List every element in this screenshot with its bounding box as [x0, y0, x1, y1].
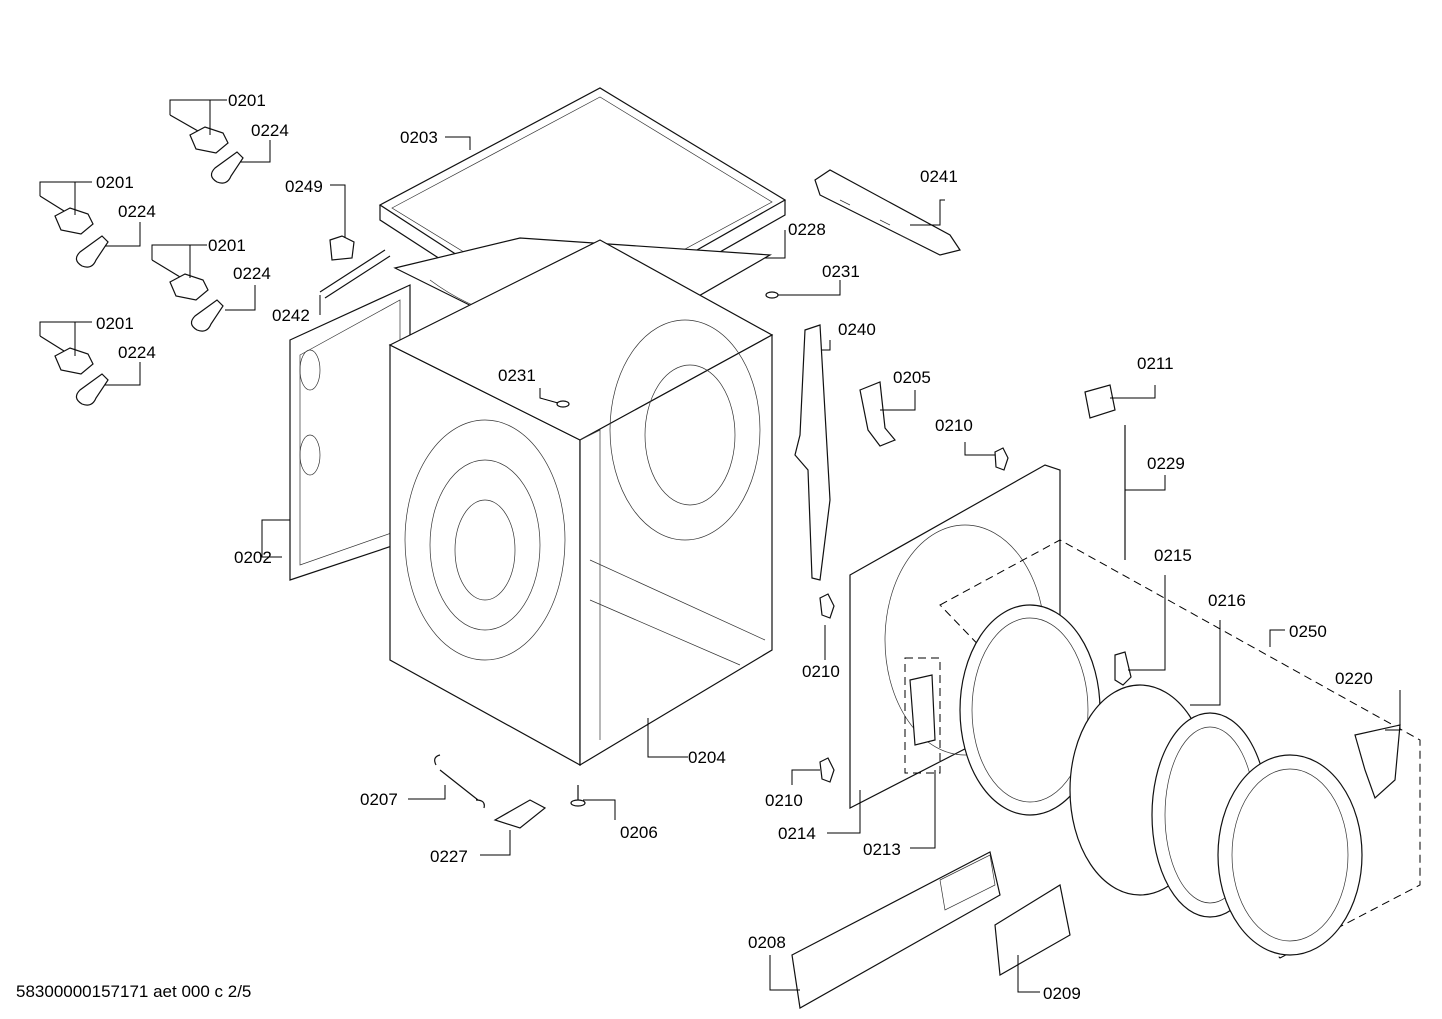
callout-0224-a: 0224: [251, 121, 289, 140]
callout-0213: 0213: [863, 840, 901, 859]
service-flap: [994, 884, 1071, 976]
side-bracket: [794, 324, 831, 581]
hinge-clip-middle: [819, 593, 835, 619]
callout-0249: 0249: [285, 177, 323, 196]
drawing-reference-code: 58300000157171 aet 000 c 2/5: [16, 982, 251, 1001]
door-outer-ring: [1217, 754, 1363, 956]
callout-0209: 0209: [1043, 984, 1081, 1003]
callout-0240: 0240: [838, 320, 876, 339]
foot-screw-group-1: [169, 114, 244, 184]
callout-0202: 0202: [234, 548, 272, 567]
frame-rail: [814, 169, 961, 256]
callout-0224-c: 0224: [233, 264, 271, 283]
callout-0201-b: 0201: [96, 173, 134, 192]
callout-0229: 0229: [1147, 454, 1185, 473]
spanner: [434, 754, 485, 809]
small-bracket: [329, 235, 355, 261]
callout-0211: 0211: [1137, 354, 1174, 373]
callout-0227: 0227: [430, 847, 468, 866]
foot-screw-group-3: [151, 259, 224, 332]
hinge-cover: [1354, 724, 1401, 800]
hinge-clip-top: [994, 447, 1009, 471]
callout-0214: 0214: [778, 824, 816, 843]
callout-0224-b: 0224: [118, 202, 156, 221]
door-handle: [1114, 651, 1132, 686]
callout-0210-b: 0210: [802, 662, 840, 681]
transport-bracket: [493, 799, 547, 829]
callout-labels: 0201 0224 0201 0224 0201 0224 0201 0224 …: [96, 91, 1373, 1003]
cabinet: [388, 239, 774, 767]
callout-0216: 0216: [1208, 591, 1246, 610]
detergent-drawer: [791, 851, 1001, 1009]
callout-0210-a: 0210: [935, 416, 973, 435]
washer-inside: [556, 400, 570, 408]
callout-0231-b: 0231: [498, 366, 536, 385]
foot-screw-group-4: [39, 335, 109, 406]
callout-0208: 0208: [748, 933, 786, 952]
callout-0201-c: 0201: [208, 236, 246, 255]
foot: [570, 785, 586, 807]
callout-0250: 0250: [1289, 622, 1327, 641]
callout-0210-c: 0210: [765, 791, 803, 810]
callout-0215: 0215: [1154, 546, 1192, 565]
washer-top: [765, 291, 779, 299]
hinge-clip-bottom: [819, 757, 835, 783]
callout-0201-a: 0201: [228, 91, 266, 110]
leader-lines: [39, 99, 1401, 993]
callout-0242: 0242: [272, 306, 310, 325]
callout-0203: 0203: [400, 128, 438, 147]
callout-0220: 0220: [1335, 669, 1373, 688]
module: [1084, 384, 1116, 419]
rail: [319, 249, 391, 299]
callout-0231-a: 0231: [822, 262, 860, 281]
callout-0204: 0204: [688, 748, 726, 767]
callout-0207: 0207: [360, 790, 398, 809]
callout-0241: 0241: [920, 167, 958, 186]
callout-0201-d: 0201: [96, 314, 134, 333]
callout-0228: 0228: [788, 220, 826, 239]
callout-0224-d: 0224: [118, 343, 156, 362]
door-lock-outline: [904, 657, 941, 774]
door-lock: [909, 674, 936, 746]
foot-screw-group-2: [39, 195, 109, 268]
bracket: [859, 381, 896, 447]
callout-0206: 0206: [620, 823, 658, 842]
callout-0205: 0205: [893, 368, 931, 387]
